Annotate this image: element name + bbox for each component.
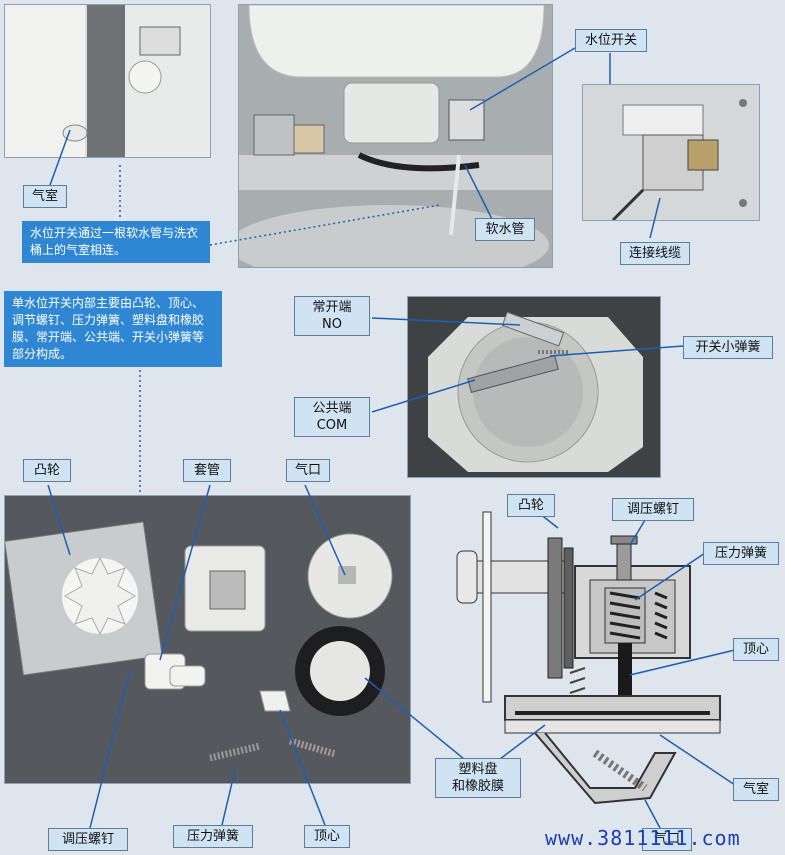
photo-parts xyxy=(4,495,411,784)
structure-note: 单水位开关内部主要由凸轮、顶心、调节螺钉、压力弹簧、塑料盘和橡胶膜、常开端、公共… xyxy=(4,291,222,367)
photo-switch-interior-drawing xyxy=(408,297,660,477)
label-adjust-screw-diagram: 调压螺钉 xyxy=(612,498,694,521)
photo-switch-mounted xyxy=(582,84,760,221)
label-plunger-photo: 顶心 xyxy=(304,825,350,848)
label-sleeve: 套管 xyxy=(183,459,231,482)
label-small-spring: 开关小弹簧 xyxy=(683,336,773,359)
label-soft-hose: 软水管 xyxy=(475,218,535,241)
photo-switch-mounted-drawing xyxy=(583,85,759,220)
label-air-port-diagram: 气口 xyxy=(642,828,692,851)
label-cable: 连接线缆 xyxy=(620,242,690,265)
photo-air-chamber xyxy=(4,4,211,158)
label-water-level-switch: 水位开关 xyxy=(575,29,647,52)
watermark: www.3811111.com xyxy=(545,826,741,850)
label-cam-diagram: 凸轮 xyxy=(507,494,555,517)
cross-section-diagram xyxy=(456,511,721,805)
hose-note: 水位开关通过一根软水管与洗衣桶上的气室相连。 xyxy=(22,221,210,263)
label-common: 公共端 COM xyxy=(294,397,370,437)
label-cam-photo: 凸轮 xyxy=(23,459,71,482)
label-pressure-spring-photo: 压力弹簧 xyxy=(173,825,253,848)
photo-air-chamber-drawing xyxy=(5,5,210,157)
photo-switch-interior xyxy=(407,296,661,478)
label-air-chamber-diagram: 气室 xyxy=(733,778,779,801)
label-adjust-screw-photo: 调压螺钉 xyxy=(48,828,128,851)
label-pressure-spring-diagram: 压力弹簧 xyxy=(703,542,779,565)
label-normally-open: 常开端 NO xyxy=(294,296,370,336)
label-plunger-diagram: 顶心 xyxy=(733,638,779,661)
label-disc-membrane: 塑料盘 和橡胶膜 xyxy=(435,758,521,798)
photo-parts-drawing xyxy=(5,496,410,783)
label-air-chamber-top: 气室 xyxy=(23,185,67,208)
label-air-port: 气口 xyxy=(286,459,330,482)
